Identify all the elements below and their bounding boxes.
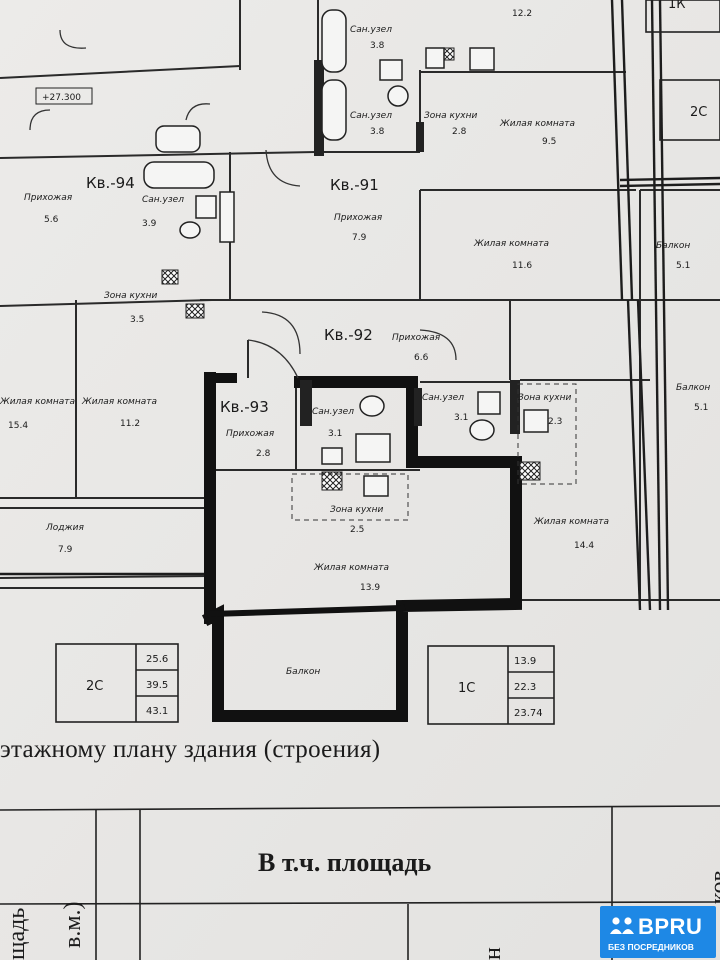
svg-text:5.6: 5.6 (44, 215, 59, 225)
apt-93-label: Кв.-93 (220, 398, 269, 416)
svg-text:3.1: 3.1 (454, 413, 468, 423)
svg-text:Жилая комната: Жилая комната (473, 239, 549, 249)
svg-text:11.2: 11.2 (120, 419, 140, 429)
bpru-logo[interactable]: BPRU БЕЗ ПОСРЕДНИКОВ (600, 906, 716, 958)
double-walls (0, 0, 720, 611)
svg-text:3.8: 3.8 (370, 41, 385, 51)
svg-text:39.5: 39.5 (146, 680, 168, 691)
svg-text:2С: 2С (690, 105, 707, 120)
svg-text:25.6: 25.6 (146, 654, 168, 665)
svg-text:Жилая комната: Жилая комната (313, 563, 389, 573)
svg-text:7.9: 7.9 (58, 545, 73, 555)
svg-text:1К: 1К (668, 0, 686, 12)
svg-text:5.1: 5.1 (694, 403, 708, 413)
svg-text:2С: 2С (86, 679, 103, 694)
svg-text:Сан.узел: Сан.узел (350, 25, 392, 35)
wall-stubs (300, 60, 520, 434)
logo-name: BPRU (638, 914, 703, 939)
svg-text:2.3: 2.3 (548, 417, 562, 427)
svg-text:3.8: 3.8 (370, 127, 385, 137)
svg-text:Прихожая: Прихожая (392, 333, 441, 343)
table-header: В т.ч. площадь (258, 848, 432, 877)
apt-94-label: Кв.-94 (86, 174, 135, 192)
column-label-right: н (480, 947, 506, 960)
svg-text:Сан.узел: Сан.узел (422, 393, 464, 403)
svg-text:13.9: 13.9 (514, 656, 536, 667)
svg-text:Прихожая: Прихожая (226, 429, 275, 439)
svg-text:Сан.узел: Сан.узел (312, 407, 354, 417)
thin-walls (0, 0, 720, 610)
svg-text:Балкон: Балкон (656, 241, 690, 251)
svg-text:Жилая комната: Жилая комната (499, 119, 575, 129)
svg-text:2.8: 2.8 (452, 127, 467, 137)
svg-text:Прихожая: Прихожая (24, 193, 73, 203)
svg-text:Зона кухни: Зона кухни (424, 111, 478, 121)
svg-text:Жилая комната: Жилая комната (533, 517, 609, 527)
svg-text:Прихожая: Прихожая (334, 213, 383, 223)
svg-text:+27.300: +27.300 (42, 93, 81, 103)
ventilation-shafts (161, 47, 541, 491)
svg-text:15.4: 15.4 (8, 421, 28, 431)
svg-text:Лоджия: Лоджия (45, 523, 84, 533)
column-label-far-right: ков (706, 870, 720, 904)
apt-91-label: Кв.-91 (330, 176, 379, 194)
svg-text:7.9: 7.9 (352, 233, 367, 243)
apartment-93-outline (201, 372, 522, 722)
svg-text:Балкон: Балкон (286, 667, 320, 677)
door-swings (29, 29, 457, 379)
svg-text:Зона кухни: Зона кухни (104, 291, 158, 301)
svg-text:Зона кухни: Зона кухни (330, 505, 384, 515)
svg-text:Балкон: Балкон (676, 383, 710, 393)
plumbing-fixtures (143, 9, 549, 497)
plan-labels: Кв.-91 Кв.-92 Кв.-93 Кв.-94 Сан.узел 3.8… (0, 0, 710, 719)
svg-text:11.6: 11.6 (512, 261, 532, 271)
people-icon (610, 917, 634, 934)
legend-right (427, 645, 555, 725)
column-label-unit: в.м.) (60, 901, 86, 948)
svg-text:5.1: 5.1 (676, 261, 690, 271)
svg-text:9.5: 9.5 (542, 137, 556, 147)
svg-text:23.74: 23.74 (514, 708, 543, 719)
svg-text:2.5: 2.5 (350, 525, 364, 535)
svg-text:43.1: 43.1 (146, 706, 168, 717)
legend-left (55, 643, 179, 723)
svg-text:Сан.узел: Сан.узел (142, 195, 184, 205)
column-label-area: щадь (4, 907, 30, 960)
apt-92-label: Кв.-92 (324, 326, 373, 344)
logo-subtitle: БЕЗ ПОСРЕДНИКОВ (608, 942, 694, 952)
svg-text:13.9: 13.9 (360, 583, 380, 593)
svg-text:14.4: 14.4 (574, 541, 594, 551)
plan-caption: этажному плану здания (строения) (0, 736, 381, 763)
svg-text:1С: 1С (458, 681, 475, 696)
svg-text:Зона кухни: Зона кухни (518, 393, 572, 403)
svg-text:3.1: 3.1 (328, 429, 342, 439)
svg-text:Сан.узел: Сан.узел (350, 111, 392, 121)
svg-text:Жилая комната: Жилая комната (81, 397, 157, 407)
svg-text:3.5: 3.5 (130, 315, 144, 325)
kitchen-zone-outline-92 (517, 383, 577, 485)
svg-text:12.2: 12.2 (512, 9, 532, 19)
kitchen-zone-outline (291, 473, 409, 521)
svg-text:6.6: 6.6 (414, 353, 429, 363)
svg-text:22.3: 22.3 (514, 682, 536, 693)
svg-text:3.9: 3.9 (142, 219, 157, 229)
svg-text:Жилая комната: Жилая комната (0, 397, 75, 407)
svg-text:2.8: 2.8 (256, 449, 271, 459)
